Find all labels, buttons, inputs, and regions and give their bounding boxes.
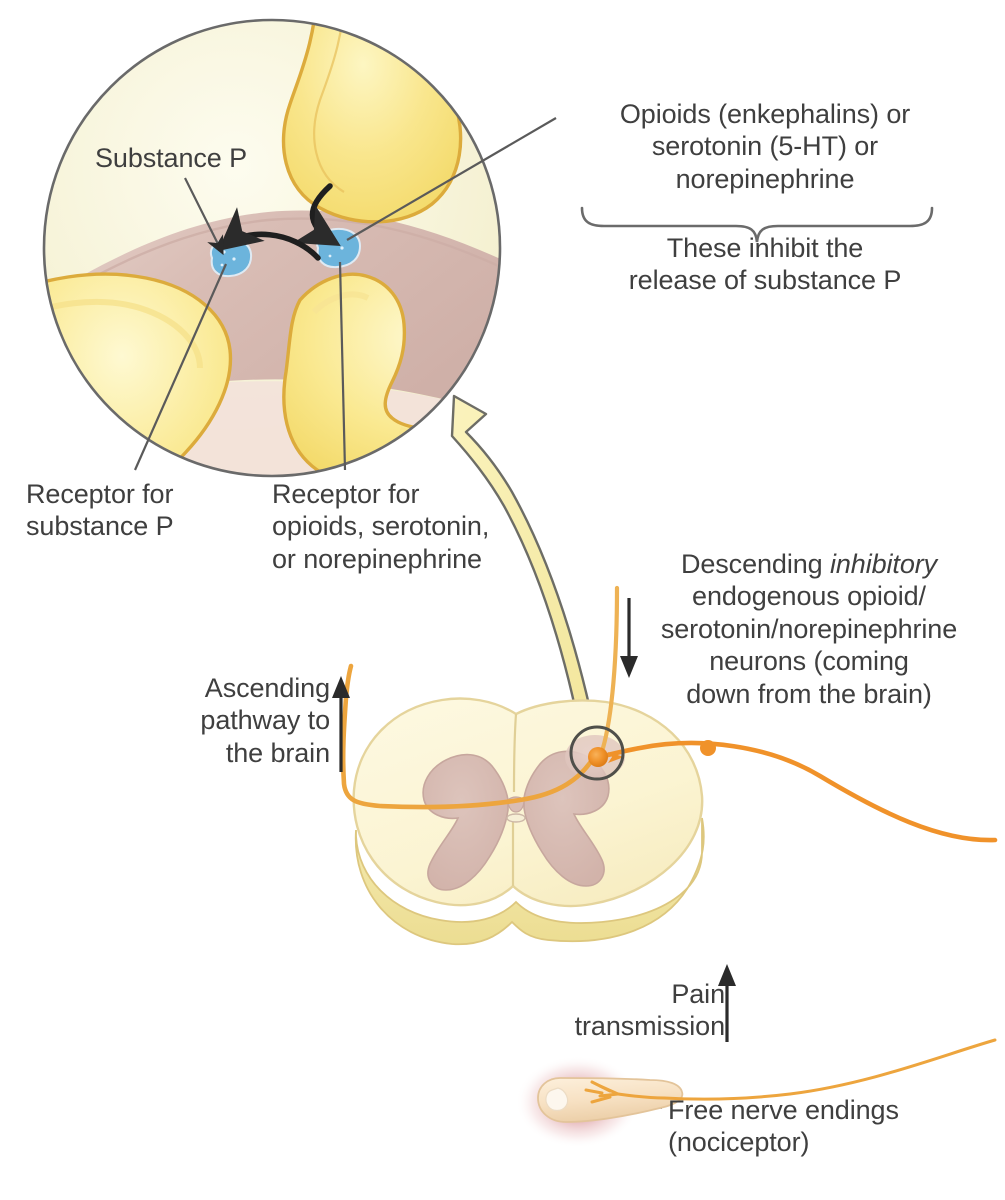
label-descending-inhibitory-neurons: Descending inhibitory endogenous opioid/…	[628, 548, 990, 710]
magnified-synapse-inset	[42, 18, 502, 478]
dorsal-root-ganglion-cell	[700, 740, 716, 756]
leader-opioids	[346, 117, 557, 241]
synapse-arrow-release-icon	[292, 183, 341, 247]
nerve-branches	[584, 1038, 997, 1104]
label-receptor-for-substance-p: Receptor for substance P	[26, 479, 174, 542]
fingertip-nerve-ending-icon	[516, 1038, 997, 1148]
central-canal	[506, 813, 526, 823]
descending-remainder: endogenous opioid/ serotonin/norepinephr…	[660, 581, 958, 709]
primary-afferent-fiber	[593, 740, 998, 843]
label-receptor-for-opioids: Receptor for opioids, serotonin, or nore…	[272, 479, 490, 574]
curly-brace-down-icon	[580, 206, 934, 243]
label-pain-transmission: Pain transmission	[574, 979, 725, 1042]
arrow-up-ascending-icon	[332, 676, 350, 772]
synapse-highlight-circle	[569, 725, 625, 781]
label-free-nerve-endings: Free nerve endings (nociceptor)	[668, 1095, 899, 1158]
arrow-up-pain-icon	[718, 964, 736, 1042]
label-ascending-pathway: Ascending pathway to the brain	[200, 673, 330, 768]
spinal-cord-cross-section-icon	[340, 585, 998, 946]
label-opioids-serotonin-norepinephrine: Opioids (enkephalins) or serotonin (5-HT…	[619, 99, 911, 194]
dorsal-horn-synapse-marker	[569, 725, 625, 781]
label-substance-p: Substance P	[95, 143, 248, 173]
fingernail	[545, 1087, 569, 1112]
label-these-inhibit-note: These inhibit the release of substance P	[628, 233, 902, 296]
descending-italic-word: inhibitory	[829, 549, 938, 579]
descending-word: Descending	[680, 549, 830, 579]
leader-substance-p	[184, 177, 224, 256]
synapse-arrow-inhibit-icon	[217, 207, 321, 261]
descending-inhibitory-fiber	[600, 585, 620, 751]
arrow-down-descending-icon	[620, 598, 638, 678]
leader-receptor-substance-p	[133, 263, 228, 471]
leader-receptor-opioids	[338, 261, 347, 471]
inset-circle-outline	[42, 18, 502, 478]
